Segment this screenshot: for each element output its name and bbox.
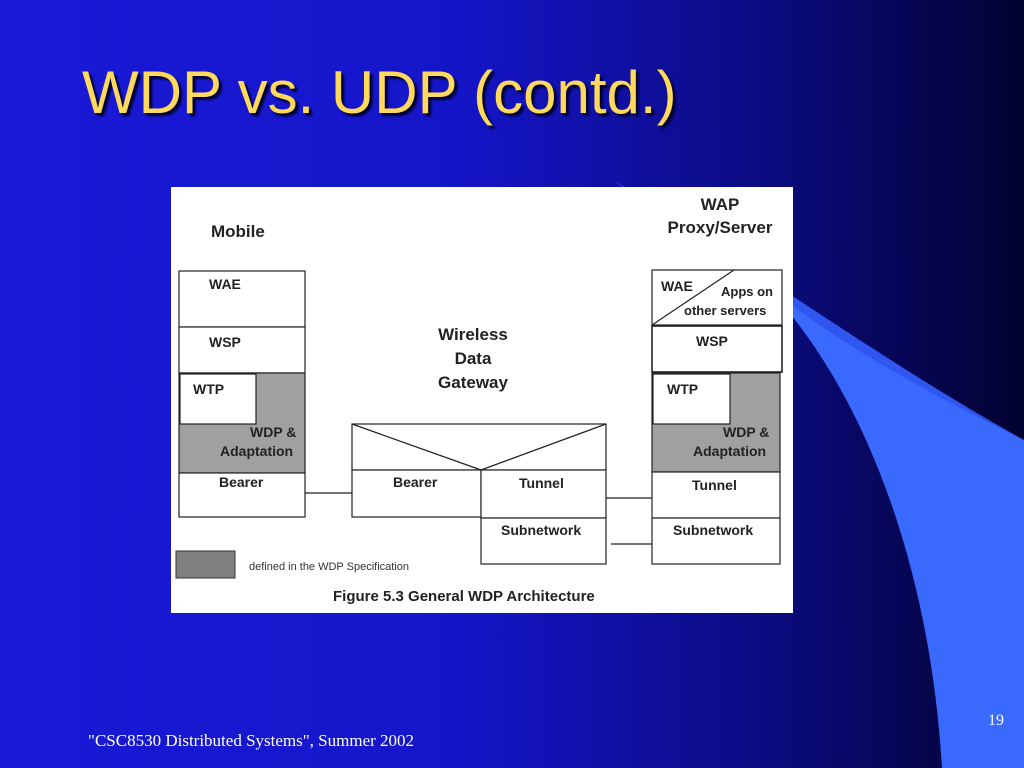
gateway-bearer-box	[351, 469, 482, 518]
mobile-wae-label: WAE	[209, 276, 241, 292]
decorative-swoosh-highlight	[760, 280, 1024, 768]
server-wae-label: WAE	[661, 278, 693, 294]
server-wsp-label: WSP	[696, 333, 728, 349]
server-subnetwork-label: Subnetwork	[673, 522, 753, 538]
server-wdp-label: WDP &	[723, 424, 769, 440]
slide-title: WDP vs. UDP (contd.)	[82, 59, 677, 126]
server-wae-divider	[651, 269, 735, 326]
server-adaptation-label: Adaptation	[693, 443, 766, 459]
gateway-relay-box	[351, 423, 607, 471]
gateway-relay-line-right	[480, 423, 607, 471]
legend-label: defined in the WDP Specification	[249, 561, 409, 573]
server-wtp-box	[652, 373, 731, 425]
mobile-wsp-box	[178, 326, 306, 374]
gateway-tunnel-label: Tunnel	[519, 475, 564, 491]
gateway-heading-line2: Data	[455, 349, 492, 368]
mobile-wsp-label: WSP	[209, 334, 241, 350]
server-wsp-box	[651, 325, 783, 373]
mobile-adaptation-label: Adaptation	[220, 443, 293, 459]
legend-swatch	[175, 550, 236, 579]
architecture-diagram: Mobile WAE WSP WTP WDP & Adaptation Bear…	[175, 195, 783, 605]
page-number: 19	[988, 712, 1004, 729]
slide-footer: "CSC8530 Distributed Systems", Summer 20…	[88, 731, 415, 750]
gateway-subnetwork-label: Subnetwork	[501, 522, 581, 538]
gateway-bearer-label: Bearer	[393, 474, 438, 490]
server-apps-line2: other servers	[684, 303, 766, 318]
server-heading-line2: Proxy/Server	[668, 218, 773, 237]
server-subnetwork-box	[651, 517, 781, 565]
gateway-subnetwork-box	[480, 517, 607, 565]
server-heading-line1: WAP	[701, 195, 740, 214]
server-tunnel-box	[651, 471, 781, 519]
server-apps-line1: Apps on	[721, 284, 773, 299]
mobile-wtp-label: WTP	[193, 381, 224, 397]
server-wae-box	[651, 269, 783, 326]
gateway-heading-line3: Gateway	[438, 373, 508, 392]
gateway-heading-line1: Wireless	[438, 325, 508, 344]
mobile-bearer-label: Bearer	[219, 474, 264, 490]
server-tunnel-label: Tunnel	[692, 477, 737, 493]
mobile-wdp-label: WDP &	[250, 424, 296, 440]
mobile-heading: Mobile	[211, 222, 265, 241]
wdp-architecture-figure: Mobile WAE WSP WTP WDP & Adaptation Bear…	[171, 187, 793, 613]
mobile-bearer-box	[178, 472, 306, 518]
gateway-relay-line-left	[351, 423, 482, 471]
figure-caption: Figure 5.3 General WDP Architecture	[333, 588, 595, 605]
mobile-wtp-box	[179, 373, 257, 425]
mobile-wae-box	[178, 270, 306, 328]
gateway-tunnel-box	[480, 469, 607, 519]
server-wtp-label: WTP	[667, 381, 698, 397]
